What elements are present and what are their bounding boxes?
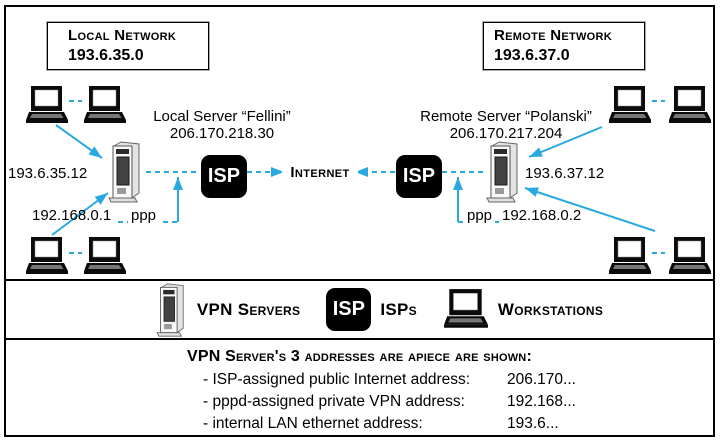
ppp-label-right: ppp [464,207,496,224]
isp-icon: ISP [396,155,442,198]
workstation-icon [25,85,69,127]
diagram-frame: Local Network 193.6.35.0 Remote Network … [4,5,715,437]
notes-row: - pppd-assigned private VPN address: 192… [203,391,713,413]
remote-network-subnet: 193.6.37.0 [494,46,570,64]
local-network-title: Local Network [68,27,177,44]
legend-item-isps: ISP ISPs [326,288,417,332]
local-network-box: Local Network 193.6.35.0 [47,22,209,70]
arrow-ws-bottomright-to-server [524,187,656,232]
remote-network-box: Remote Network 193.6.37.0 [483,22,645,70]
workstation-icon [608,85,652,127]
notes-rows: - ISP-assigned public Internet address: … [203,369,713,435]
notes-row: - ISP-assigned public Internet address: … [203,369,713,391]
legend-label-isps: ISPs [380,299,417,319]
notes-row-value: 206.170... [507,371,576,388]
remote-server-name: Remote Server “Polanski” [420,108,592,125]
remote-server-lan-ip: 193.6.37.12 [525,165,605,182]
local-server-name: Local Server “Fellini” [153,108,291,125]
legend-item-vpn-servers: VPN Servers [154,283,300,337]
local-server-label: Local Server “Fellini” 206.170.218.30 [142,108,302,142]
remote-server-label: Remote Server “Polanski” 206.170.217.204 [402,108,610,142]
local-server-vpn-ip: 192.168.0.1 [32,207,112,224]
remote-network-title: Remote Network [494,27,613,44]
workstation-icon [668,85,712,127]
ppp-label-left: ppp [128,207,160,224]
isp-icon-label: ISP [207,165,241,187]
legend: VPN Servers ISP ISPs Workstations [6,281,713,340]
workstation-icon [83,85,127,127]
notes-panel: VPN Server's 3 addresses are apiece are … [6,340,713,435]
isp-icon: ISP [326,288,372,332]
remote-vpn-server-icon [484,141,522,203]
notes-row-value: 193.6... [507,415,559,432]
arrow-ws-bottomleft-to-server [51,192,109,236]
notes-title: VPN Server's 3 addresses are apiece are … [187,348,532,365]
connector-layer [51,100,665,254]
isp-icon-label: ISP [332,298,365,321]
legend-label-workstations: Workstations [497,299,604,319]
workstation-icon [608,236,652,278]
local-server-lan-ip: 193.6.35.12 [8,165,88,182]
workstation-icon [443,288,489,332]
isp-icon-label: ISP [402,165,436,187]
workstation-icon [668,236,712,278]
notes-row-label: - pppd-assigned private VPN address: [203,393,465,410]
notes-row-label: - internal LAN ethernet address: [203,415,423,432]
vpn-server-icon [154,283,188,337]
isp-icon: ISP [201,155,247,198]
arrow-ws-topleft-to-server [55,124,103,159]
local-network-subnet: 193.6.35.0 [68,46,144,64]
legend-item-workstations: Workstations [443,288,603,332]
workstation-icon [25,236,69,278]
workstation-icon [83,236,127,278]
network-diagram: Local Network 193.6.35.0 Remote Network … [6,7,713,282]
notes-row: - internal LAN ethernet address: 193.6..… [203,413,713,435]
remote-server-vpn-ip: 192.168.0.2 [502,207,582,224]
legend-label-vpn-servers: VPN Servers [196,299,301,319]
arrow-ws-topright-to-server [528,126,603,158]
local-server-public-ip: 206.170.218.30 [169,125,275,142]
remote-server-public-ip: 206.170.217.204 [449,125,563,142]
internet-label: Internet [282,164,358,181]
local-vpn-server-icon [106,141,144,203]
notes-row-value: 192.168... [507,393,576,410]
notes-row-label: - ISP-assigned public Internet address: [203,371,471,388]
